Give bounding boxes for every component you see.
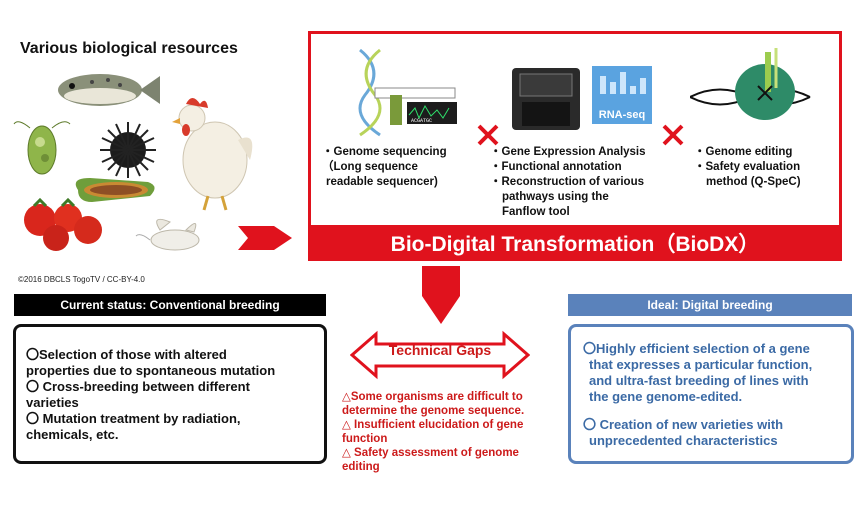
list-item: editing	[342, 461, 380, 473]
sequencer-illustration: ACGATGC	[358, 48, 457, 137]
list-item: determine the genome sequence.	[342, 405, 525, 417]
double-arrow-icon	[350, 330, 530, 380]
cross-mark-icon	[662, 124, 684, 146]
organisms-illustration	[13, 74, 253, 251]
list-item: unprecedented characteristics	[589, 433, 778, 448]
tomato-icon	[24, 197, 102, 251]
list-item: △ Insufficient elucidation of gene	[342, 419, 524, 431]
sequencer-readout: ACGATGC	[411, 118, 432, 124]
list-spacer	[583, 405, 843, 417]
biodx-banner: Bio-Digital Transformation（BioDX）	[308, 225, 842, 261]
current-status-box: 〇Selection of those with altered propert…	[13, 324, 327, 464]
corn-icon	[75, 178, 155, 202]
resources-title: Various biological resources	[20, 40, 238, 57]
list-item: function	[342, 433, 388, 445]
list-item: △Some organisms are difficult to	[342, 391, 523, 403]
list-item: 〇Selection of those with altered	[26, 347, 227, 362]
list-item: varieties	[26, 395, 79, 410]
arrow-down-icon	[422, 266, 460, 324]
rna-seq-label: RNA-seq	[599, 109, 645, 121]
arrow-right-icon	[238, 226, 292, 250]
tech-genome-editing: ・Genome editing ・Safety evaluation metho…	[694, 146, 801, 188]
list-item: 〇Highly efficient selection of a gene	[583, 341, 810, 356]
ideal-header: Ideal: Digital breeding	[568, 294, 852, 316]
tech-expression-analysis: ・Gene Expression Analysis ・Functional an…	[490, 146, 646, 218]
image-credit: ©2016 DBCLS TogoTV / CC-BY-4.0	[18, 275, 145, 284]
current-status-header: Current status: Conventional breeding	[14, 294, 326, 316]
list-item: 〇 Creation of new varieties with	[583, 417, 784, 432]
algae-icon	[13, 121, 71, 175]
tech-genome-sequencing: ・Genome sequencing （Long sequence readab…	[322, 146, 447, 188]
sea-urchin-icon	[100, 122, 156, 178]
silkworm-moth-icon	[135, 218, 200, 251]
list-item: 〇 Cross-breeding between different	[26, 379, 250, 394]
list-item: the gene genome-edited.	[589, 389, 743, 404]
fish-icon	[58, 74, 160, 106]
chicken-icon	[172, 98, 253, 211]
technical-gaps-list: △Some organisms are difficult to determi…	[342, 390, 562, 474]
ideal-box: 〇Highly efficient selection of a gene th…	[568, 324, 854, 464]
list-item: 〇 Mutation treatment by radiation,	[26, 411, 241, 426]
rna-seq-illustration: RNA-seq	[512, 66, 652, 130]
technical-gaps-label: Technical Gaps	[388, 342, 492, 358]
list-item: and ultra-fast breeding of lines with	[589, 373, 809, 388]
cross-mark-icon	[477, 124, 499, 146]
list-item: that expresses a particular function,	[589, 357, 813, 372]
list-item: properties due to spontaneous mutation	[26, 363, 276, 378]
list-item: chemicals, etc.	[26, 427, 119, 442]
list-item: △ Safety assessment of genome	[342, 447, 519, 459]
genome-editing-illustration	[690, 48, 811, 120]
